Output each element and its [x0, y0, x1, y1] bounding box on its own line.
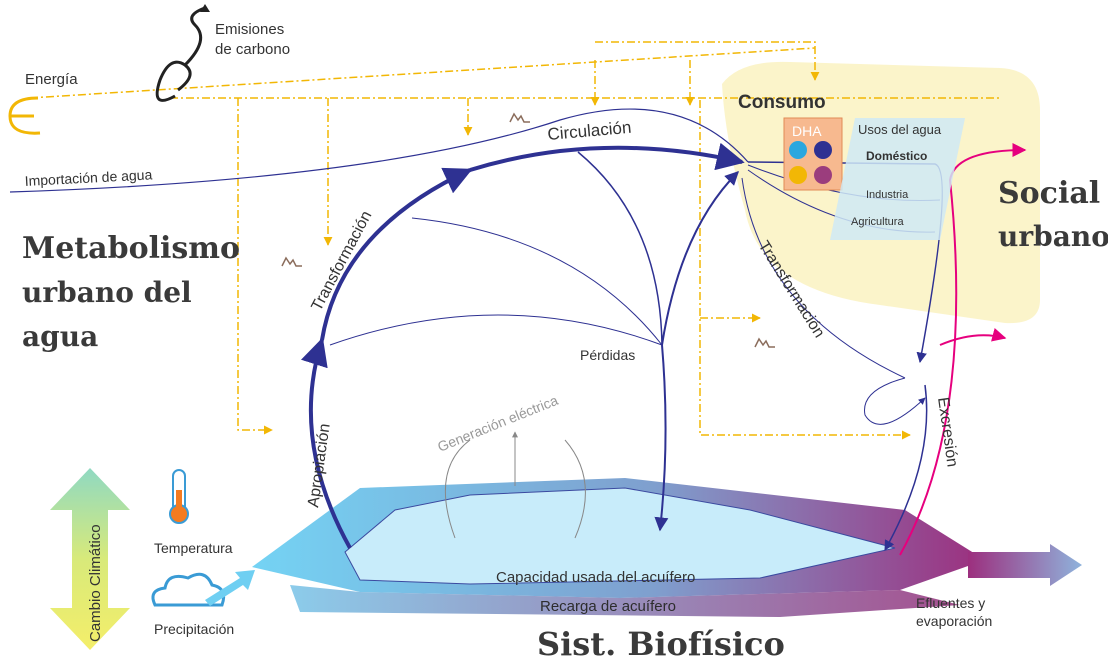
aquifer-inner-shape: [344, 487, 896, 585]
water-import-label: Importación de agua: [24, 166, 153, 189]
social-heading-2: urbano: [998, 220, 1108, 253]
aquifer-recharge-label: Recarga de acuífero: [540, 598, 676, 615]
aquifer-recharge-band: [290, 585, 960, 617]
biophysical-heading: Sist. Biofísico: [537, 625, 785, 662]
temperature-label: Temperatura: [154, 540, 233, 556]
energy-label: Energía: [25, 71, 78, 88]
consumption-panel: [783, 117, 965, 240]
transformation-left-label: Transformación: [309, 208, 376, 314]
social-heading-1: Social: [998, 176, 1100, 211]
carbon-swirl-icon: [155, 4, 210, 102]
losses-label: Pérdidas: [580, 347, 635, 363]
metabolism-heading-1: Metabolismo: [22, 231, 240, 266]
consumption-label: Consumo: [738, 92, 826, 113]
social-flows: [899, 143, 1027, 556]
aquifer-system: [252, 478, 1082, 617]
effluents-label-2: evaporación: [916, 613, 992, 629]
climate-change-arrow: [50, 468, 130, 650]
money-icon: [789, 166, 807, 184]
dha-label: DHA: [792, 123, 822, 139]
cloud-icon: [151, 572, 226, 607]
emissions-label-2: de carbono: [215, 41, 290, 58]
water-import-flow: [9, 108, 749, 193]
precipitation-label: Precipitación: [154, 621, 234, 637]
effluents-label-1: Efluentes y: [916, 595, 985, 611]
energy-network: [29, 41, 1000, 440]
check-icon: [814, 141, 832, 159]
emissions-label-1: Emisiones: [215, 21, 284, 38]
aquifer-used-label: Capacidad usada del acuífero: [496, 569, 695, 586]
water-drop-icon: [789, 141, 807, 159]
precipitation-arrow: [205, 570, 255, 606]
thermometer-icon: [169, 469, 189, 524]
effluent-arrow-shape: [968, 544, 1082, 586]
industry-label: Industria: [866, 189, 909, 201]
climate-change-label: Cambio Climático: [87, 524, 104, 642]
metabolism-heading-3: agua: [22, 320, 98, 353]
circulation-label: Circulación: [547, 118, 632, 144]
metabolism-heading-2: urbano del: [22, 276, 192, 309]
electric-generation-label: Generación eléctrica: [435, 392, 560, 455]
leaf-icon: [814, 166, 832, 184]
domestic-label: Doméstico: [866, 149, 927, 163]
agriculture-label: Agricultura: [851, 216, 904, 228]
water-source-glyphs: [281, 112, 775, 348]
electric-generation-flows: [444, 431, 586, 539]
energy-e-icon: [8, 96, 41, 135]
water-uses-label: Usos del agua: [858, 122, 942, 137]
appropriation-label: Apropiación: [305, 423, 334, 509]
water-uses-band: [830, 118, 965, 240]
